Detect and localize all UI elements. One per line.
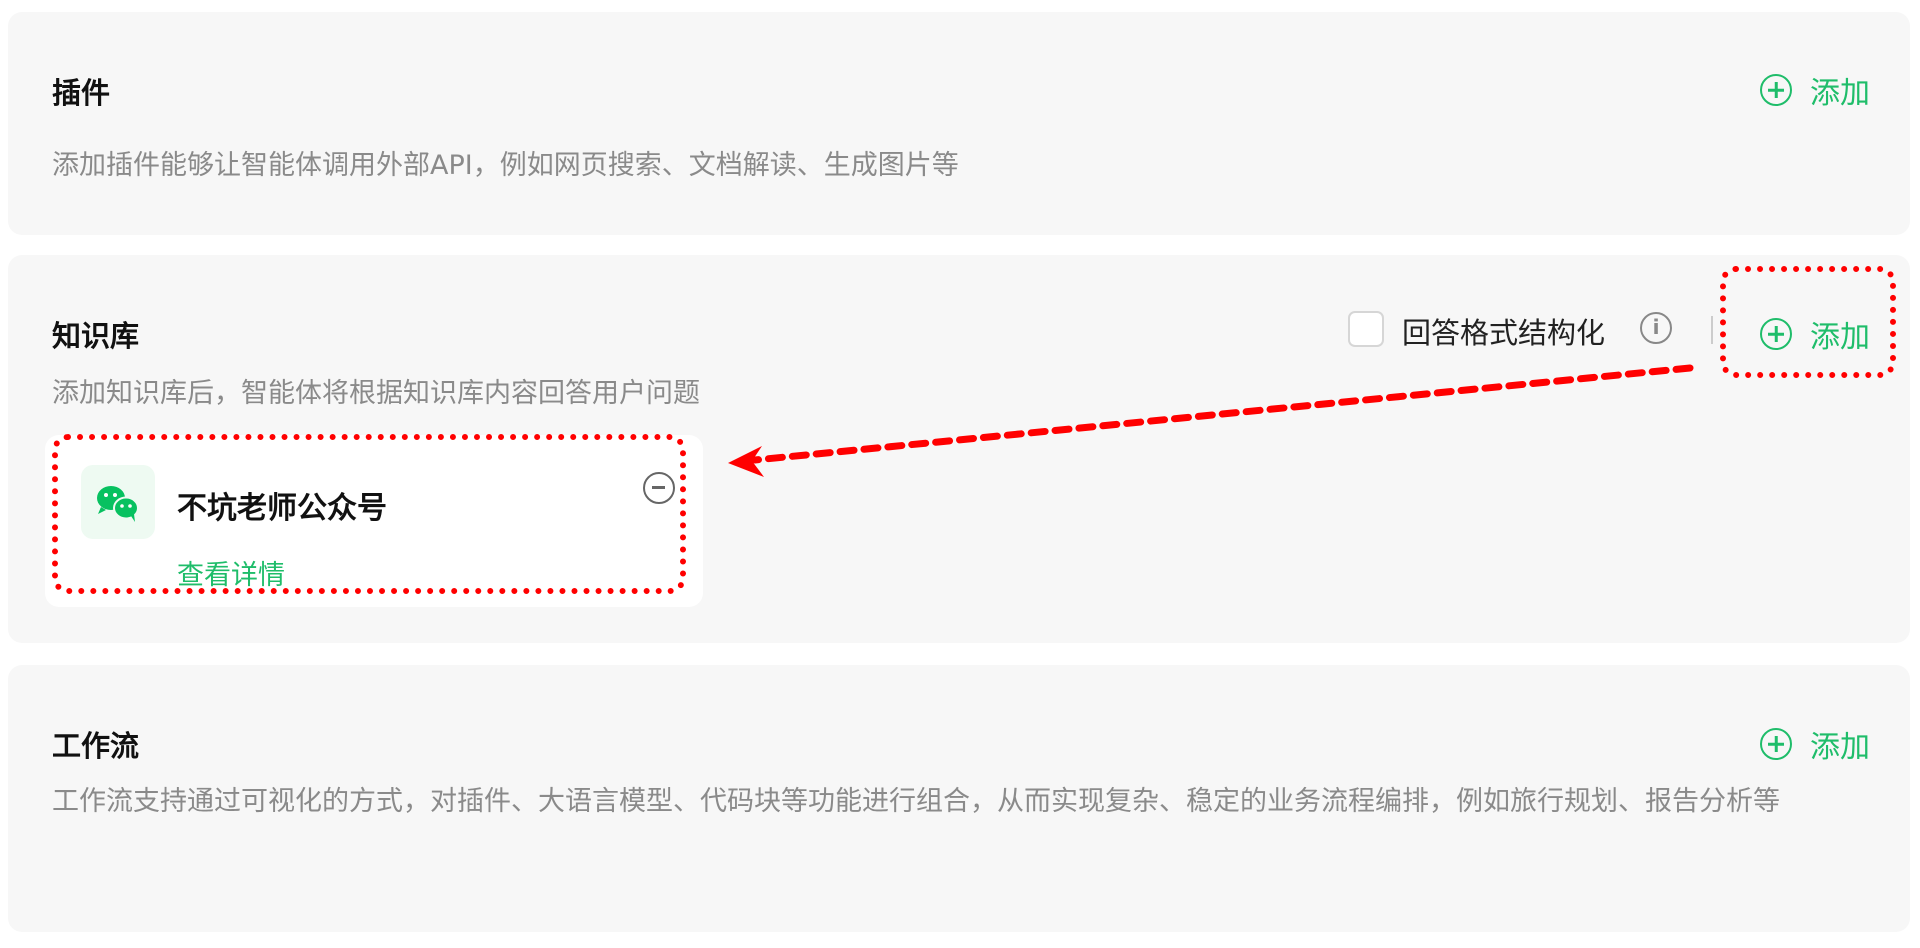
plugins-title: 插件 [52,76,111,110]
knowledge-item[interactable]: 不坑老师公众号 查看详情 [45,435,703,607]
workflow-title: 工作流 [52,729,140,763]
knowledge-item-name: 不坑老师公众号 [177,491,387,526]
add-workflow-button[interactable]: 添加 [1760,722,1870,766]
info-icon[interactable]: i [1640,312,1672,344]
add-knowledge-button[interactable]: 添加 [1760,312,1870,356]
plus-circle-icon [1760,728,1792,760]
plus-circle-icon [1760,318,1792,350]
plugins-section: 插件 添加插件能够让智能体调用外部API，例如网页搜索、文档解读、生成图片等 添… [8,12,1910,235]
workflow-section: 工作流 工作流支持通过可视化的方式，对插件、大语言模型、代码块等功能进行组合，从… [8,665,1910,932]
plugins-description: 添加插件能够让智能体调用外部API，例如网页搜索、文档解读、生成图片等 [52,150,959,181]
wechat-icon [81,465,155,539]
remove-knowledge-icon[interactable] [643,472,675,504]
add-label: 添加 [1810,730,1870,765]
add-label: 添加 [1810,320,1870,355]
workflow-description: 工作流支持通过可视化的方式，对插件、大语言模型、代码块等功能进行组合，从而实现复… [52,786,1780,817]
add-label: 添加 [1810,76,1870,111]
divider [1711,316,1713,344]
knowledge-description: 添加知识库后，智能体将根据知识库内容回答用户问题 [52,378,700,409]
structured-answer-checkbox[interactable] [1348,311,1384,347]
view-details-link[interactable]: 查看详情 [177,560,285,591]
plus-circle-icon [1760,74,1792,106]
knowledge-title: 知识库 [52,319,140,353]
knowledge-section: 知识库 添加知识库后，智能体将根据知识库内容回答用户问题 添加 不坑老师公众号 … [8,255,1910,643]
structured-answer-label: 回答格式结构化 [1402,316,1606,350]
add-plugin-button[interactable]: 添加 [1760,68,1870,112]
